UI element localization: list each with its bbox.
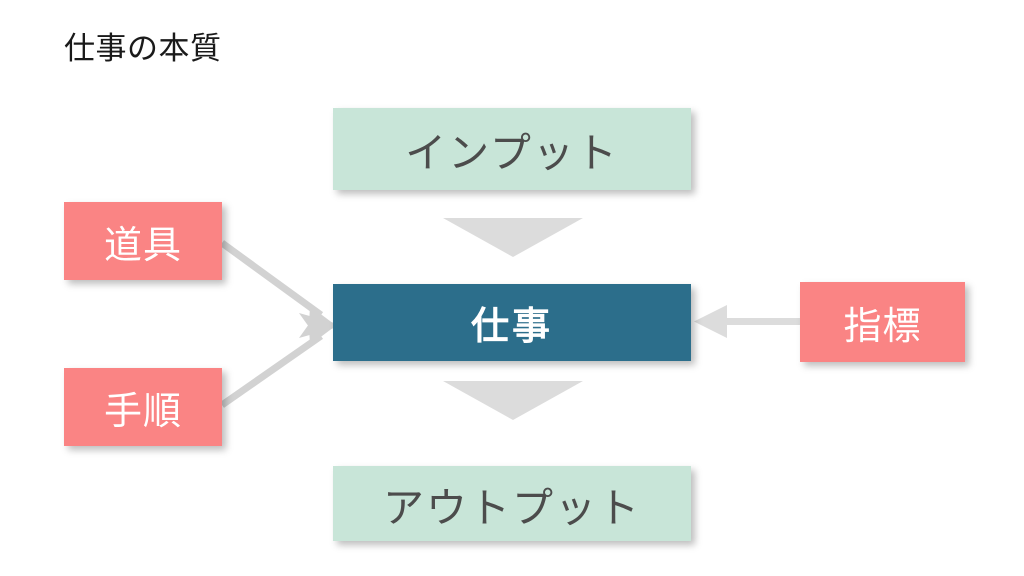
node-tools-label: 道具 (103, 222, 182, 267)
arrow-metric-to-work-icon (694, 305, 800, 338)
arrow-tools-to-work-icon (219, 240, 338, 338)
node-metric[interactable]: 指標 (800, 282, 965, 362)
node-output[interactable]: アウトプット (333, 466, 691, 541)
arrow-steps-to-work-icon (219, 313, 338, 408)
node-input-label: インプット (405, 129, 619, 177)
node-steps-label: 手順 (103, 388, 182, 433)
node-input[interactable]: インプット (333, 108, 691, 190)
node-metric-label: 指標 (843, 303, 922, 348)
page-title: 仕事の本質 (64, 31, 222, 67)
node-steps[interactable]: 手順 (64, 368, 222, 446)
node-output-label: アウトプット (383, 483, 641, 532)
node-work-label: 仕事 (470, 304, 553, 348)
arrow-input-to-work-icon (443, 218, 583, 257)
node-work[interactable]: 仕事 (333, 284, 691, 361)
node-tools[interactable]: 道具 (64, 202, 222, 280)
arrow-work-to-output-icon (443, 381, 583, 420)
